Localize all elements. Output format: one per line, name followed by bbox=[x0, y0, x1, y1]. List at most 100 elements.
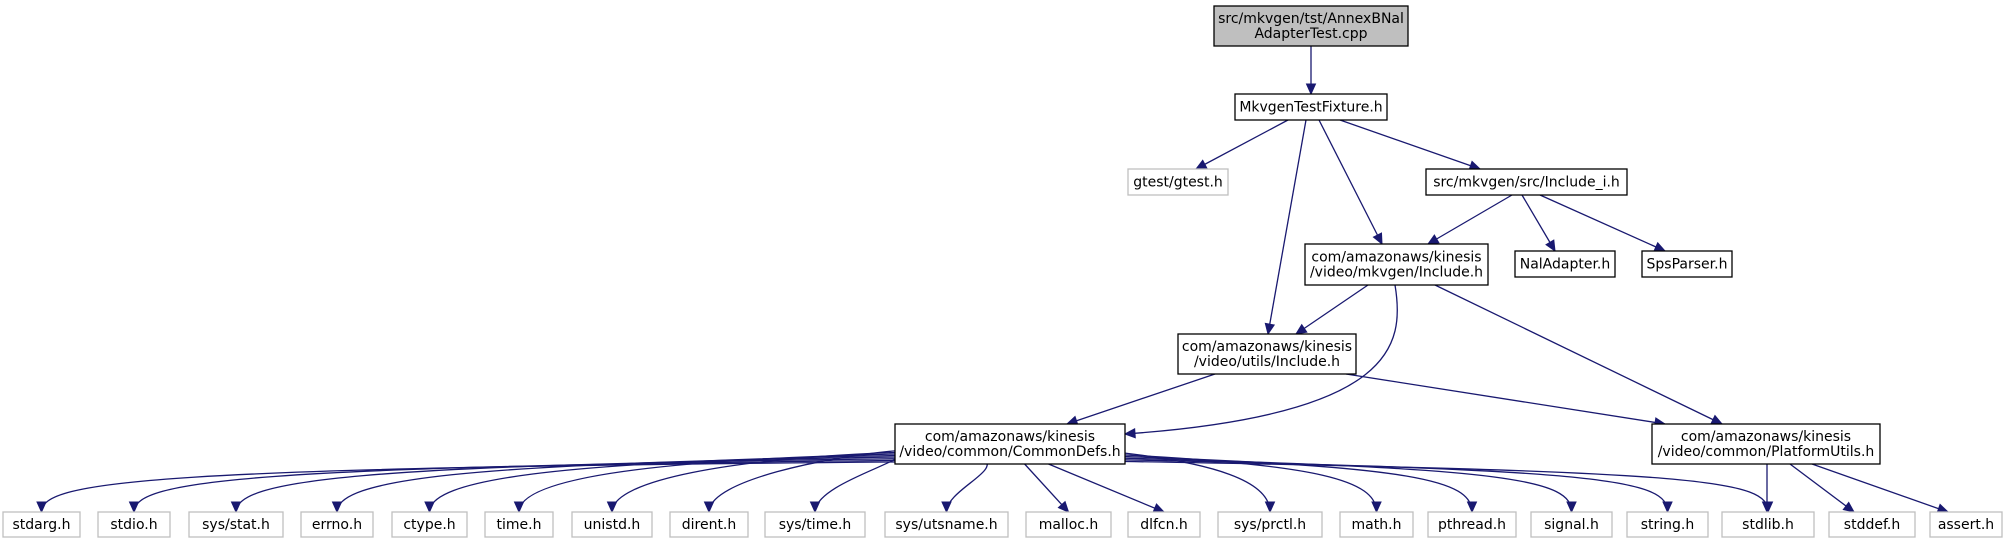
node-box-stdlib bbox=[1721, 511, 1815, 538]
node-utilsinclude[interactable]: com/amazonaws/kinesis/video/utils/Includ… bbox=[1177, 333, 1357, 375]
node-math[interactable]: math.h bbox=[1339, 511, 1414, 538]
edge-commondefs-to-stdio bbox=[128, 459, 896, 514]
edge-line-commondefs-to-dlfcn bbox=[1048, 463, 1165, 513]
node-mkvinc_i[interactable]: src/mkvgen/src/Include_i.h bbox=[1425, 168, 1628, 196]
arrowhead-commondefs-to-stdarg bbox=[36, 501, 47, 514]
node-label-sysprctl: sys/prctl.h bbox=[1234, 517, 1306, 533]
node-sysutsname[interactable]: sys/utsname.h bbox=[884, 511, 1009, 538]
node-pthread[interactable]: pthread.h bbox=[1427, 511, 1517, 538]
node-commondefs[interactable]: com/amazonaws/kinesis/video/common/Commo… bbox=[894, 423, 1126, 465]
edge-fixture-to-utilsinclude bbox=[1264, 119, 1307, 336]
node-box-commondefs bbox=[894, 423, 1126, 465]
node-spsparser[interactable]: SpsParser.h bbox=[1641, 250, 1733, 278]
edge-line-platformutils-to-assert bbox=[1811, 463, 1949, 513]
edge-line-commondefs-to-stdarg bbox=[40, 461, 896, 513]
arrowhead-mkvinclude-to-commondefs bbox=[1123, 428, 1136, 439]
node-box-math bbox=[1339, 511, 1414, 538]
node-label-time: time.h bbox=[497, 517, 542, 533]
arrowhead-commondefs-to-malloc bbox=[1057, 500, 1070, 513]
node-stddef[interactable]: stddef.h bbox=[1828, 511, 1916, 538]
node-box-assert bbox=[1929, 511, 2003, 538]
node-box-stddef bbox=[1828, 511, 1916, 538]
node-label-malloc: malloc.h bbox=[1039, 517, 1099, 533]
edge-line-mkvinclude-to-commondefs bbox=[1124, 284, 1399, 435]
node-label-root-line-1: src/mkvgen/tst/AnnexBNal bbox=[1218, 11, 1404, 27]
node-malloc[interactable]: malloc.h bbox=[1025, 511, 1112, 538]
node-box-fixture bbox=[1234, 93, 1388, 121]
edge-fixture-to-gtest bbox=[1194, 119, 1289, 170]
node-mkvinclude[interactable]: com/amazonaws/kinesis/video/mkvgen/Inclu… bbox=[1304, 243, 1489, 286]
arrowhead-mkvinc_i-to-naladapter bbox=[1545, 239, 1556, 253]
edge-line-mkvinc_i-to-mkvinclude bbox=[1427, 194, 1513, 245]
node-box-dlfcn bbox=[1127, 511, 1201, 538]
node-stdlib[interactable]: stdlib.h bbox=[1721, 511, 1815, 538]
arrowhead-commondefs-to-stdio bbox=[128, 501, 140, 514]
arrowhead-fixture-to-gtest bbox=[1194, 159, 1208, 170]
edge-line-commondefs-to-string bbox=[1124, 459, 1669, 513]
arrowhead-commondefs-to-pthread bbox=[1466, 501, 1478, 514]
node-box-gtest bbox=[1127, 168, 1229, 196]
edge-commondefs-to-signal bbox=[1124, 457, 1577, 514]
edge-line-mkvinc_i-to-naladapter bbox=[1521, 194, 1556, 252]
node-box-systime bbox=[764, 511, 866, 538]
node-time[interactable]: time.h bbox=[484, 511, 554, 538]
node-box-signal bbox=[1530, 511, 1613, 538]
node-errno[interactable]: errno.h bbox=[300, 511, 374, 538]
arrowhead-commondefs-to-sysutsname bbox=[941, 501, 952, 514]
node-sysprctl[interactable]: sys/prctl.h bbox=[1217, 511, 1323, 538]
node-box-malloc bbox=[1025, 511, 1112, 538]
edge-platformutils-to-stdlib bbox=[1761, 464, 1773, 514]
node-systime[interactable]: sys/time.h bbox=[764, 511, 866, 538]
node-label-dlfcn: dlfcn.h bbox=[1140, 517, 1188, 533]
node-label-dirent: dirent.h bbox=[682, 517, 737, 533]
edge-fixture-to-mkvinclude bbox=[1318, 119, 1383, 246]
edge-commondefs-to-dirent bbox=[703, 450, 896, 514]
node-box-unistd bbox=[571, 511, 653, 538]
arrowhead-commondefs-to-ctype bbox=[424, 501, 435, 514]
node-label-stdarg: stdarg.h bbox=[13, 517, 71, 533]
node-unistd[interactable]: unistd.h bbox=[571, 511, 653, 538]
edge-commondefs-to-time bbox=[513, 453, 896, 514]
node-label-sysstat: sys/stat.h bbox=[202, 517, 270, 533]
node-platformutils[interactable]: com/amazonaws/kinesis/video/common/Platf… bbox=[1651, 423, 1881, 465]
edge-mkvinc_i-to-mkvinclude bbox=[1426, 194, 1513, 245]
arrowhead-fixture-to-utilsinclude bbox=[1264, 322, 1276, 336]
node-label-utilsinclude-line-2: /video/utils/Include.h bbox=[1194, 354, 1340, 370]
edge-line-commondefs-to-stdio bbox=[133, 459, 896, 513]
arrowhead-mkvinc_i-to-spsparser bbox=[1653, 241, 1667, 252]
node-fixture[interactable]: MkvgenTestFixture.h bbox=[1234, 93, 1388, 121]
node-dlfcn[interactable]: dlfcn.h bbox=[1127, 511, 1201, 538]
node-naladapter[interactable]: NalAdapter.h bbox=[1514, 250, 1616, 278]
node-gtest[interactable]: gtest/gtest.h bbox=[1127, 168, 1229, 196]
edge-mkvinc_i-to-spsparser bbox=[1539, 194, 1667, 252]
edge-commondefs-to-malloc bbox=[1024, 463, 1070, 513]
node-label-pthread: pthread.h bbox=[1438, 517, 1506, 533]
node-ctype[interactable]: ctype.h bbox=[391, 511, 468, 538]
node-box-time bbox=[484, 511, 554, 538]
edge-line-fixture-to-mkvinc_i bbox=[1339, 119, 1481, 170]
node-stdio[interactable]: stdio.h bbox=[97, 511, 171, 538]
node-dirent[interactable]: dirent.h bbox=[669, 511, 749, 538]
node-box-spsparser bbox=[1641, 250, 1733, 278]
node-signal[interactable]: signal.h bbox=[1530, 511, 1613, 538]
node-string[interactable]: string.h bbox=[1626, 511, 1709, 538]
node-sysstat[interactable]: sys/stat.h bbox=[188, 511, 284, 538]
edge-line-commondefs-to-signal bbox=[1124, 457, 1573, 513]
arrowhead-commondefs-to-unistd bbox=[606, 501, 618, 514]
edge-platformutils-to-assert bbox=[1811, 463, 1950, 514]
arrowhead-fixture-to-mkvinclude bbox=[1372, 232, 1383, 246]
edge-line-fixture-to-gtest bbox=[1195, 119, 1289, 170]
arrowhead-mkvinclude-to-platformutils bbox=[1710, 414, 1724, 425]
node-label-commondefs-line-1: com/amazonaws/kinesis bbox=[925, 429, 1095, 445]
node-label-stdlib: stdlib.h bbox=[1742, 517, 1794, 533]
edge-commondefs-to-string bbox=[1124, 459, 1673, 514]
edge-mkvinclude-to-commondefs bbox=[1123, 284, 1399, 439]
node-assert[interactable]: assert.h bbox=[1929, 511, 2003, 538]
arrowhead-commondefs-to-sysstat bbox=[230, 501, 242, 514]
node-box-mkvinclude bbox=[1304, 243, 1489, 286]
arrowhead-root-to-fixture bbox=[1305, 83, 1317, 96]
node-stdarg[interactable]: stdarg.h bbox=[2, 511, 81, 538]
edge-commondefs-to-stdarg bbox=[36, 461, 896, 514]
node-label-errno: errno.h bbox=[312, 517, 362, 533]
